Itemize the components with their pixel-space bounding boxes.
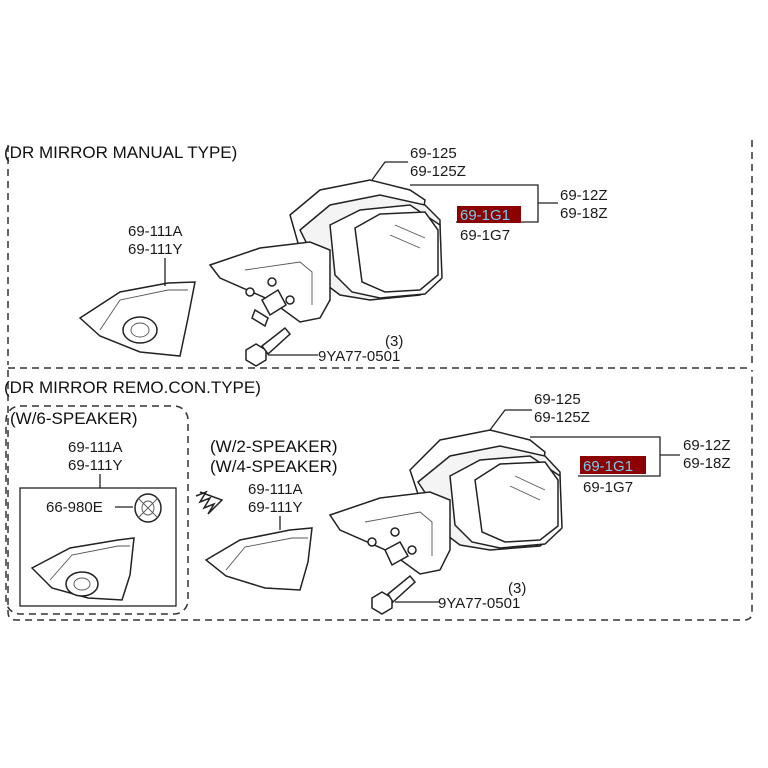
w6-cover-part	[30, 537, 135, 601]
manual-section: (DR MIRROR MANUAL TYPE) 69-111A 69-111Y	[4, 143, 608, 367]
speaker-label: 66-980E	[46, 499, 103, 516]
manual-bolt-label: 9YA77-0501	[318, 348, 400, 365]
manual-bolt-qty: (3)	[385, 333, 403, 350]
transition-arrow	[195, 490, 224, 515]
manual-mirror-label-b: 69-125Z	[410, 163, 466, 180]
manual-highlight-box	[457, 206, 521, 223]
remote-highlight-part: 69-1G1	[583, 458, 633, 475]
manual-cover-part	[78, 281, 196, 357]
manual-sub-part: 69-1G7	[460, 227, 510, 244]
remote-title: (DR MIRROR REMO.CON.TYPE)	[4, 378, 261, 397]
remote-glass-label-a: 69-12Z	[683, 437, 731, 454]
manual-highlight-part: 69-1G1	[460, 207, 510, 224]
remote-section: (DR MIRROR REMO.CON.TYPE) (W/6-SPEAKER) …	[4, 378, 731, 615]
w6-cover-label-a: 69-111A	[68, 439, 123, 456]
remote-bolt	[371, 574, 417, 615]
remote-highlight-box	[580, 456, 646, 474]
manual-glass-label-b: 69-18Z	[560, 205, 608, 222]
remote-glass-label-b: 69-18Z	[683, 455, 731, 472]
remote-mirror-assembly	[328, 429, 563, 575]
w24-cover-label-b: 69-111Y	[248, 499, 303, 516]
manual-bolt	[245, 326, 292, 367]
manual-title: (DR MIRROR MANUAL TYPE)	[4, 143, 237, 162]
speaker-part	[134, 493, 162, 523]
manual-cover-label-a: 69-111A	[128, 223, 183, 240]
w6-title: (W/6-SPEAKER)	[10, 409, 138, 428]
manual-cover-label-b: 69-111Y	[128, 241, 183, 258]
w4-title: (W/4-SPEAKER)	[210, 457, 338, 476]
manual-mirror-label-a: 69-125	[410, 145, 457, 162]
w6-speaker-box	[5, 405, 189, 615]
w2-title: (W/2-SPEAKER)	[210, 437, 338, 456]
remote-mirror-label-b: 69-125Z	[534, 409, 590, 426]
remote-mirror-label-a: 69-125	[534, 391, 581, 408]
manual-mirror-assembly	[208, 179, 443, 328]
remote-bolt-qty: (3)	[508, 580, 526, 597]
remote-sub-part: 69-1G7	[583, 479, 633, 496]
w24-cover-label-a: 69-111A	[248, 481, 303, 498]
manual-glass-label-a: 69-12Z	[560, 187, 608, 204]
w6-inner-box	[19, 487, 177, 607]
remote-bolt-label: 9YA77-0501	[438, 595, 520, 612]
w6-cover-label-b: 69-111Y	[68, 457, 123, 474]
section-borders	[7, 140, 753, 621]
w24-cover-part	[204, 527, 313, 591]
